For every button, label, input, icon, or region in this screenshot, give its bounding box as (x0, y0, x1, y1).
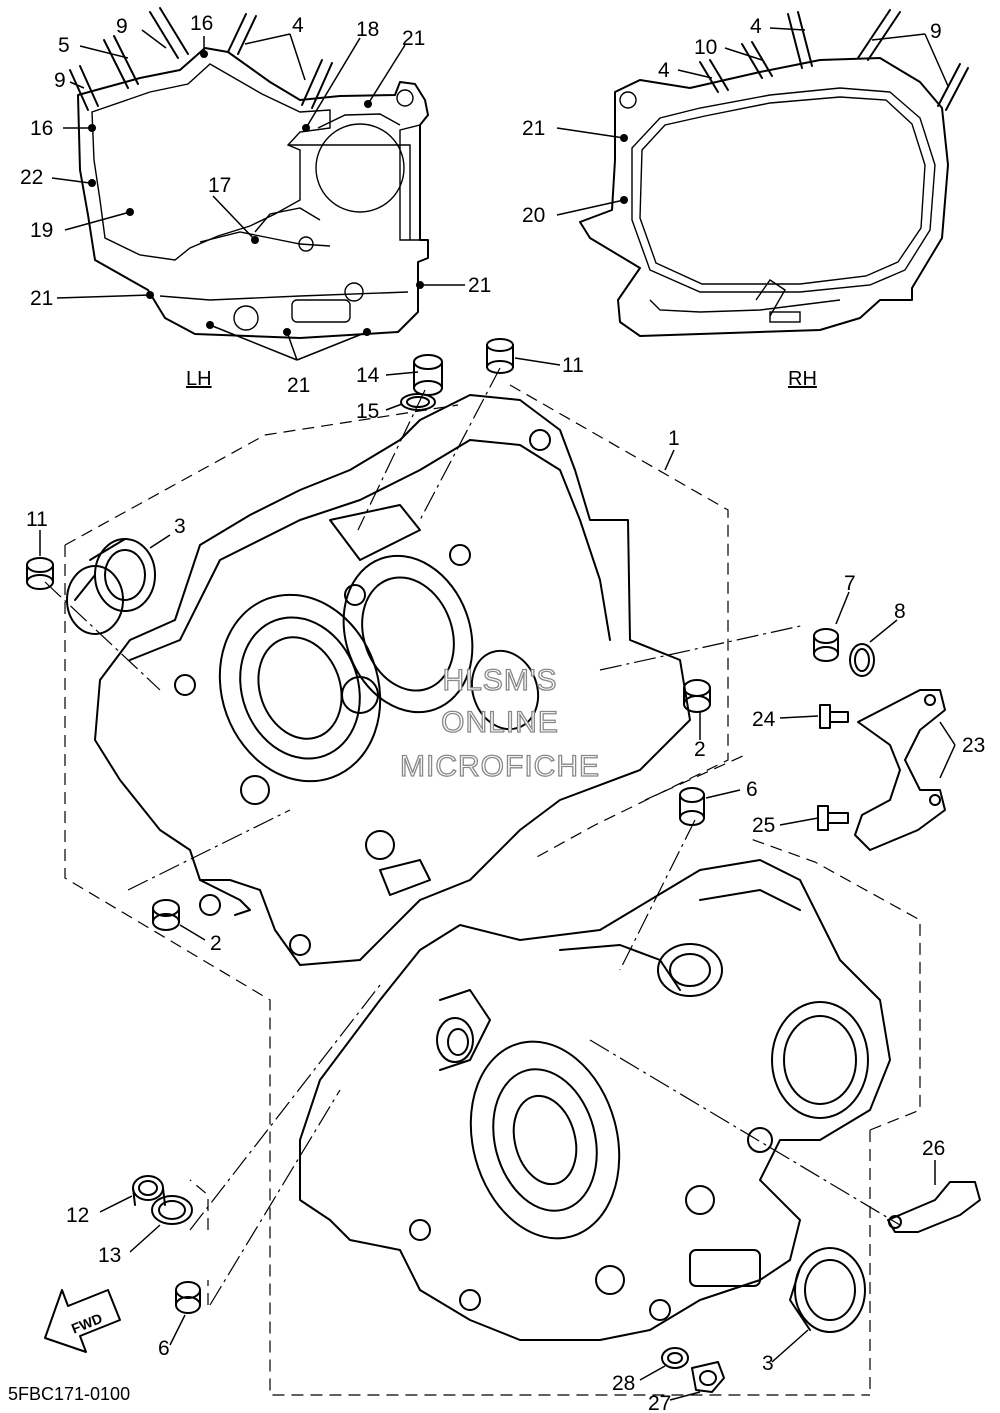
callout-label: 2 (210, 932, 222, 955)
callout-label: 3 (174, 515, 186, 538)
leader-dots (88, 50, 628, 336)
callout-label: 18 (356, 18, 379, 41)
watermark-line-2: ONLINE (441, 706, 559, 739)
callout-label: 4 (292, 14, 304, 37)
callout-label: 3 (762, 1352, 774, 1375)
lh-case-half-drawing (77, 47, 429, 339)
callout-label: 2 (694, 738, 706, 761)
callout-label: 21 (522, 117, 545, 140)
callout-label: 9 (116, 15, 128, 38)
callout-label: 25 (752, 814, 775, 837)
callout-label: 11 (562, 354, 584, 377)
callout-label: 26 (922, 1137, 945, 1160)
watermark-line-3: MICROFICHE (400, 750, 600, 783)
callout-label: 16 (190, 12, 213, 35)
callout-label: 24 (752, 708, 776, 731)
callout-label: 8 (894, 600, 906, 623)
callout-label: 14 (356, 364, 380, 387)
left-crankcase (94, 394, 691, 966)
callout-label: 20 (522, 204, 545, 227)
callout-label: 27 (648, 1392, 671, 1413)
small-parts (26, 338, 981, 1393)
callout-label: 11 (26, 508, 48, 531)
callout-label: 17 (208, 174, 231, 197)
watermark-line-1: HLSM'S (442, 664, 557, 697)
callout-label: 28 (612, 1372, 635, 1395)
callout-label: 9 (930, 20, 942, 43)
callout-label: 12 (66, 1204, 89, 1227)
callout-label: 23 (962, 734, 985, 757)
callout-label: 13 (98, 1244, 121, 1267)
rh-case-half-drawing (579, 57, 949, 337)
assembly-boundaries (44, 367, 921, 1396)
stud-bolts (69, 7, 969, 111)
lh-side-label: LH (186, 368, 212, 390)
callout-label: 4 (750, 15, 762, 38)
right-crankcase (299, 859, 891, 1341)
callout-label: 9 (54, 69, 66, 92)
callout-label: 1 (668, 427, 680, 450)
leader-lines (39, 27, 956, 1401)
callout-labels: 9 16 4 18 21 5 9 16 22 17 19 21 21 21 4 … (20, 12, 985, 1413)
callout-label: 6 (746, 778, 758, 801)
callout-label: 21 (30, 287, 53, 310)
diagram-code: 5FBC171-0100 (8, 1384, 130, 1404)
callout-label: 22 (20, 166, 43, 189)
callout-label: 19 (30, 219, 53, 242)
forward-arrow: FWD (44, 1289, 121, 1353)
callout-label: 4 (658, 59, 670, 82)
callout-label: 5 (58, 34, 70, 57)
callout-label: 21 (287, 374, 310, 397)
callout-label: 21 (468, 274, 491, 297)
rh-side-label: RH (788, 368, 817, 390)
callout-label: 7 (844, 572, 856, 595)
callout-label: 16 (30, 117, 53, 140)
callout-label: 6 (158, 1337, 170, 1360)
watermark: HLSM'S ONLINE MICROFICHE (399, 663, 600, 783)
callout-label: 10 (694, 36, 717, 59)
callout-label: 21 (402, 27, 425, 50)
callout-label: 15 (356, 400, 379, 423)
